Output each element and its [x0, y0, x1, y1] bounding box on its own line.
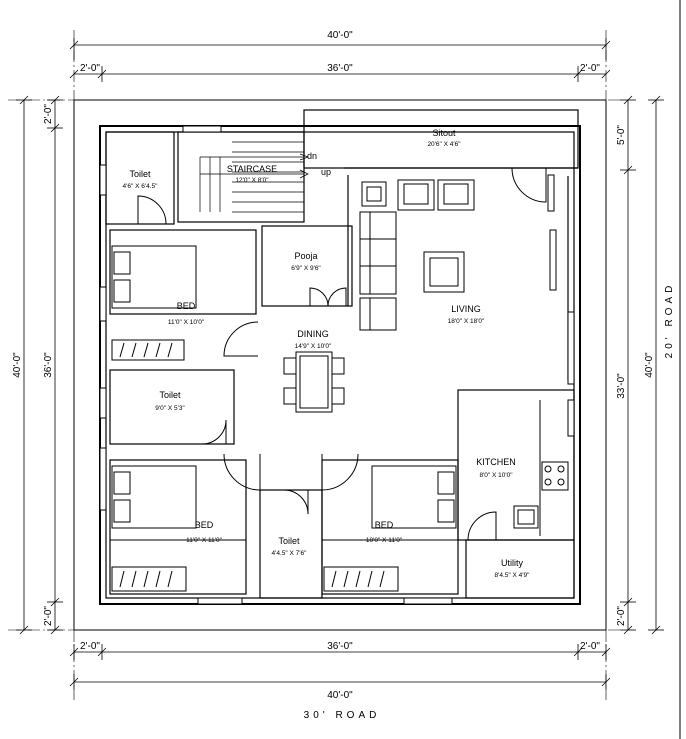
room-living-size: 18'0" X 18'0" — [448, 318, 485, 325]
room-toilet-top-size: 4'6" X 6'4.5" — [123, 183, 159, 190]
room-toilet-bottom-name: Toilet — [278, 536, 300, 546]
room-bed-left-size: 11'0" X 11'0" — [186, 537, 222, 544]
living-furniture — [359, 179, 475, 331]
dim-overall-depth-left: 40'-0" — [12, 352, 23, 378]
room-bed-right-name: BED — [375, 520, 394, 530]
dining-table — [283, 351, 345, 413]
dim-setback-top-right: 2'-0" — [580, 63, 600, 74]
dimension-lines — [16, 38, 664, 690]
dim-overall-depth-right: 40'-0" — [644, 352, 655, 378]
room-kitchen-size: 8'0" X 10'0" — [479, 472, 513, 479]
room-living-name: LIVING — [451, 304, 481, 314]
room-staircase-name: STAIRCASE — [227, 164, 277, 174]
dim-inner-width-top: 36'-0" — [327, 63, 353, 74]
wardrobes — [111, 339, 399, 592]
room-toilet-mid-size: 9'0" X 5'3" — [155, 405, 185, 412]
room-bed-top-size: 11'0" X 10'0" — [168, 319, 205, 326]
beds — [111, 245, 457, 529]
room-pooja-name: Pooja — [294, 251, 317, 261]
room-bed-top-name: BED — [177, 301, 196, 311]
room-utility-name: Utility — [501, 558, 523, 568]
room-sitout-size: 20'6" X 4'6" — [427, 141, 461, 148]
room-pooja-size: 6'9" X 9'6" — [291, 265, 321, 272]
dim-inner-width-bottom: 36'-0" — [327, 641, 353, 652]
room-bed-right-size: 10'0" X 11'0" — [366, 537, 403, 544]
dim-setback-right-bottom: 2'-0" — [616, 606, 627, 626]
dim-right-top: 5'-0" — [616, 125, 627, 145]
room-kitchen-name: KITCHEN — [476, 457, 516, 467]
dim-overall-width-bottom: 40'-0" — [327, 690, 353, 701]
room-toilet-mid-name: Toilet — [159, 390, 181, 400]
dim-right-mid: 33'-0" — [616, 373, 627, 399]
room-toilet-top-name: Toilet — [129, 169, 151, 179]
stair-up-label: up — [321, 167, 331, 177]
dim-inner-depth-left: 36'-0" — [43, 352, 54, 378]
doors — [137, 167, 547, 541]
dim-setback-bottom-right: 2'-0" — [580, 641, 600, 652]
dim-setback-bottom-left: 2'-0" — [80, 641, 100, 652]
stair-dn-label: dn — [307, 151, 317, 161]
room-bed-left-name: BED — [195, 520, 214, 530]
room-utility-size: 8'4.5" X 4'9" — [495, 572, 531, 579]
room-dining-name: DINING — [297, 329, 329, 339]
dim-setback-left-bottom: 2'-0" — [43, 606, 54, 626]
windows — [99, 125, 575, 605]
dim-setback-left-top: 2'-0" — [43, 104, 54, 124]
room-sitout-name: Sitout — [432, 128, 456, 138]
room-toilet-bottom-size: 4'4.5" X 7'6" — [272, 550, 308, 557]
room-dining-size: 14'9" X 10'0" — [295, 343, 332, 350]
kitchen-fixtures — [513, 461, 569, 529]
road-label-bottom: 30' ROAD — [304, 710, 381, 721]
road-label-right: 20' ROAD — [664, 282, 675, 359]
dim-setback-top-left: 2'-0" — [80, 63, 100, 74]
dim-overall-width-top: 40'-0" — [327, 30, 353, 41]
staircase-steps — [199, 141, 309, 213]
room-staircase-size: 12'0" X 8'0" — [235, 177, 269, 184]
walls — [73, 99, 607, 631]
